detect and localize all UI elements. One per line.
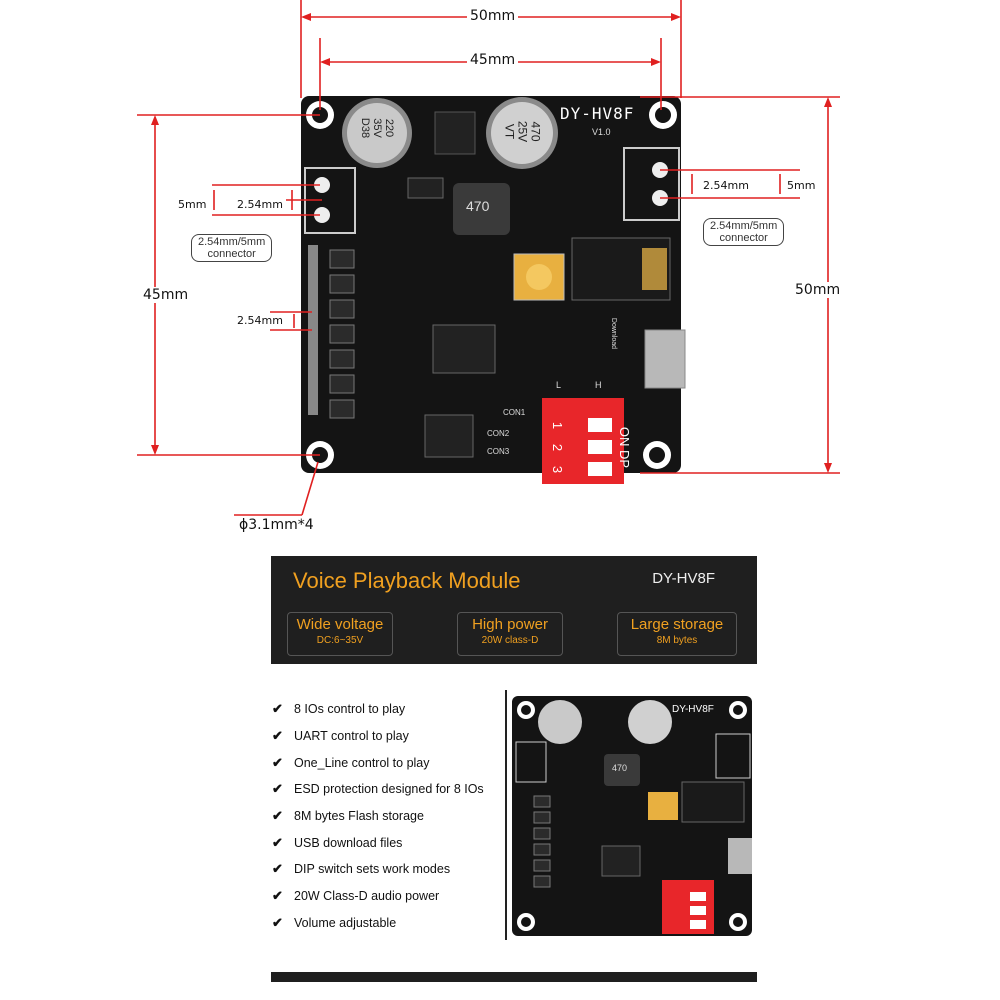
dip-on-text: ON [617,426,633,447]
list-item-text: DIP switch sets work modes [294,862,451,877]
board-version-text: V1.0 [592,127,611,137]
dip-number-1: 1 [550,421,566,430]
feature-wide-voltage: Wide voltage DC:6~35V [287,612,393,656]
small-inductor-label: 470 [612,763,628,773]
board-model-text: DY-HV8F [560,104,635,123]
dim-right-50mm: 50mm [792,282,844,298]
list-item-text: UART control to play [294,729,409,744]
cap1-value: 220 [383,118,395,138]
check-icon: ✔ [272,701,283,717]
list-item-text: USB download files [294,835,403,850]
feature-heading: High power [472,616,548,633]
dip-number-3: 3 [550,465,566,474]
small-board-graphic [512,696,752,936]
right-connector-line1: 2.54mm/5mm [710,220,778,232]
dimension-diagram: DY-HV8F V1.0 220 35V D38 470 25V VT 470 … [137,0,844,533]
inductor-label: 470 [466,198,490,214]
feature-heading: Wide voltage [296,616,384,633]
small-board-photo: DY-HV8F 470 [512,696,752,936]
dimension-lines [137,0,840,516]
list-item: ✔ One_Line control to play [272,749,484,776]
hole-diameter-label: ϕ3.1mm*4 [236,517,317,533]
dim-left-2-54mm: 2.54mm [234,198,286,211]
dim-left-45mm: 45mm [140,287,192,303]
list-item-text: 8 IOs control to play [294,702,406,717]
dip-number-2: 2 [550,443,566,452]
capacitor-220-label: 220 35V D38 [359,108,395,148]
divider [505,690,507,940]
feature-sub: 8M bytes [656,635,698,646]
feature-sub: DC:6~35V [316,635,364,646]
check-icon: ✔ [272,808,283,824]
feature-high-power: High power 20W class-D [457,612,563,656]
right-connector-label: 2.54mm/5mm connector [703,218,785,246]
dip-dp-text: DP [617,450,633,469]
banner-model: DY-HV8F [652,570,715,587]
list-item: ✔ DIP switch sets work modes [272,856,484,883]
banner-title: Voice Playback Module [293,568,521,593]
list-item: ✔ 8 IOs control to play [272,696,484,723]
small-board-model: DY-HV8F [672,704,714,715]
feature-list: ✔ 8 IOs control to play ✔ UART control to … [272,696,484,936]
feature-heading: Large storage [630,616,724,633]
list-item: ✔ USB download files [272,829,484,856]
check-icon: ✔ [272,834,283,850]
check-icon: ✔ [272,728,283,744]
dim-right-2-54mm: 2.54mm [700,179,752,192]
con2-label: CON2 [487,429,510,438]
list-item: ✔ Volume adjustable [272,910,484,937]
capacitor-470-label: 470 25V VT [502,112,543,152]
list-item-text: One_Line control to play [294,755,430,770]
feature-sub: 20W class-D [481,635,539,646]
l-label: L [556,380,562,390]
dim-top-45mm: 45mm [467,52,519,68]
left-connector-label: 2.54mm/5mm connector [191,234,273,262]
con1-label: CON1 [503,408,526,417]
cap2-value: 470 [528,121,543,142]
list-item: ✔ 20W Class-D audio power [272,883,484,910]
list-item-text: Volume adjustable [294,915,397,930]
h-label: H [595,380,602,390]
con3-label: CON3 [487,447,510,456]
list-item: ✔ 8M bytes Flash storage [272,803,484,830]
cap1-voltage: 35V [371,118,383,138]
check-icon: ✔ [272,754,283,770]
cap2-voltage: 25V [515,120,530,143]
cap1-code: D38 [359,117,371,139]
download-label: Download [610,317,618,350]
product-banner: Voice Playback Module DY-HV8F Wide volta… [271,556,757,664]
check-icon: ✔ [272,888,283,904]
list-item: ✔ ESD protection designed for 8 IOs [272,776,484,803]
list-item-text: 20W Class-D audio power [294,889,440,904]
check-icon: ✔ [272,781,283,797]
feature-large-storage: Large storage 8M bytes [617,612,737,656]
left-connector-line2: connector [207,248,256,260]
check-icon: ✔ [272,861,283,877]
list-item-text: ESD protection designed for 8 IOs [294,782,484,797]
cap2-code: VT [502,123,517,140]
dip-on-label: ON DP [617,427,632,468]
bottom-bar [271,972,757,982]
dim-pin-pitch-2-54mm: 2.54mm [234,314,286,327]
right-connector-line2: connector [719,232,768,244]
check-icon: ✔ [272,914,283,930]
left-connector-line1: 2.54mm/5mm [198,236,266,248]
dim-right-5mm: 5mm [784,179,819,192]
dim-top-50mm: 50mm [467,8,519,24]
dim-left-5mm: 5mm [175,198,210,211]
list-item: ✔ UART control to play [272,723,484,750]
list-item-text: 8M bytes Flash storage [294,809,424,824]
